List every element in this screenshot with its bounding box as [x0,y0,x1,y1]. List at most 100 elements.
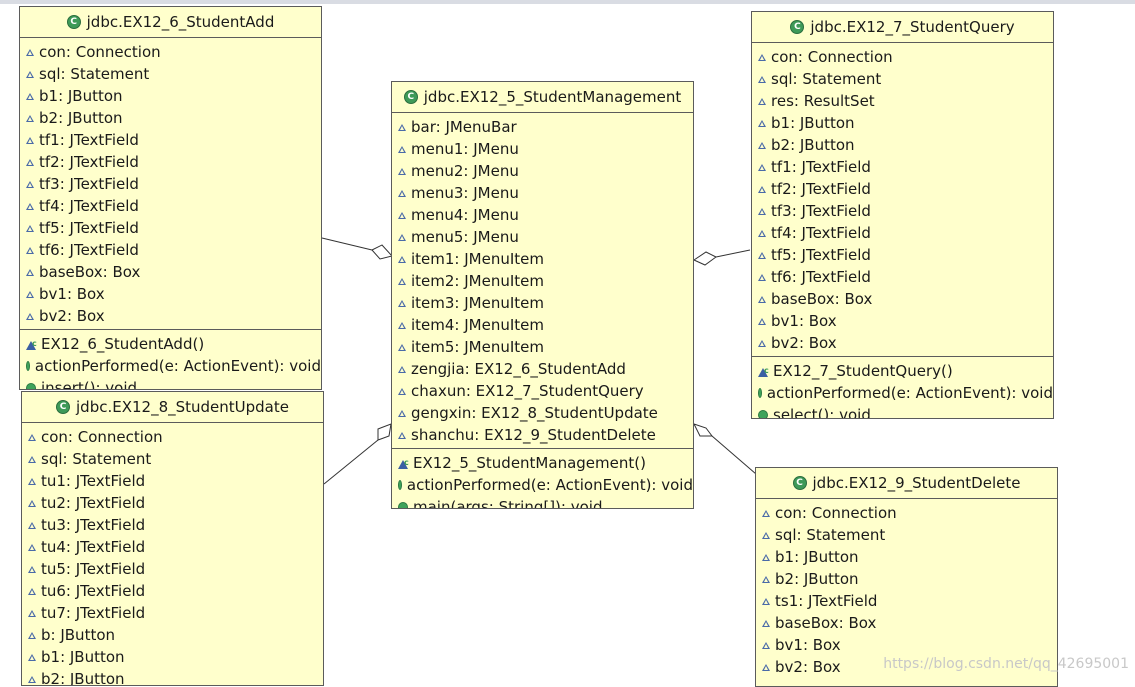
field-row: tf4: JTextField [20,195,321,217]
package-visibility-icon [26,48,34,56]
field-row: sql: Statement [20,63,321,85]
package-visibility-icon [758,53,766,61]
package-visibility-icon [398,145,406,153]
constructor-icon: c [758,366,769,377]
field-label: b2: JButton [775,570,859,588]
field-row: item2: JMenuItem [392,270,693,292]
field-label: tf1: JTextField [39,131,139,149]
package-visibility-icon [28,609,36,617]
method-label: select(): void [773,406,871,419]
field-row: tf5: JTextField [20,217,321,239]
field-label: sql: Statement [775,526,886,544]
field-label: tf3: JTextField [39,175,139,193]
field-row: con: Connection [20,41,321,63]
package-visibility-icon [26,70,34,78]
field-label: item1: JMenuItem [411,250,545,268]
field-row: bv1: Box [752,310,1053,332]
package-visibility-icon [28,587,36,595]
method-label: actionPerformed(e: ActionEvent): void [766,384,1053,402]
class-icon: C [790,20,805,34]
field-label: b1: JButton [775,548,859,566]
class-icon: C [56,400,70,414]
package-visibility-icon [28,653,36,661]
method-row: select(): void [752,404,1053,419]
field-label: item3: JMenuItem [411,294,545,312]
field-row: ts1: JTextField [756,590,1057,612]
field-label: menu5: JMenu [411,228,519,246]
field-label: bar: JMenuBar [411,118,517,136]
field-row: tf2: JTextField [752,178,1053,200]
field-label: bv2: Box [775,658,841,676]
field-label: bv1: Box [39,285,105,303]
field-row: con: Connection [756,502,1057,524]
link-query-management [715,249,751,258]
field-row: shanchu: EX12_9_StudentDelete [392,424,693,446]
field-row: tf5: JTextField [752,244,1053,266]
field-row: tf3: JTextField [20,173,321,195]
package-visibility-icon [758,207,766,215]
method-label: EX12_7_StudentQuery() [773,362,953,380]
package-visibility-icon [26,92,34,100]
field-label: tu1: JTextField [41,472,146,490]
field-row: b1: JButton [22,646,323,668]
field-row: bv1: Box [20,283,321,305]
package-visibility-icon [398,343,406,351]
class-name: jdbc.EX12_6_StudentAdd [86,13,275,31]
field-label: tf2: JTextField [39,153,139,171]
field-row: b2: JButton [22,668,323,685]
package-visibility-icon [28,477,36,485]
package-visibility-icon [758,273,766,281]
class-name: jdbc.EX12_9_StudentDelete [812,474,1021,492]
package-visibility-icon [398,123,406,131]
package-visibility-icon [398,387,406,395]
package-visibility-icon [762,509,770,517]
package-visibility-icon [26,312,34,320]
field-label: gengxin: EX12_8_StudentUpdate [411,404,658,422]
package-visibility-icon [398,365,406,373]
field-label: b2: JButton [771,136,855,154]
field-label: chaxun: EX12_7_StudentQuery [411,382,644,400]
field-row: tu1: JTextField [22,470,323,492]
public-method-icon [758,388,762,398]
package-visibility-icon [26,202,34,210]
field-row: con: Connection [752,46,1053,68]
package-visibility-icon [762,663,770,671]
field-label: tu2: JTextField [41,494,146,512]
field-row: sql: Statement [756,524,1057,546]
field-label: menu2: JMenu [411,162,519,180]
public-method-icon [758,410,768,418]
field-label: baseBox: Box [771,290,873,308]
method-label: insert(): void [41,379,138,390]
field-label: bv2: Box [39,307,105,325]
aggregation-diamond-query [692,251,717,266]
field-row: chaxun: EX12_7_StudentQuery [392,380,693,402]
field-row: item5: JMenuItem [392,336,693,358]
field-row: tu6: JTextField [22,580,323,602]
package-visibility-icon [28,521,36,529]
field-label: tu3: JTextField [41,516,146,534]
field-label: sql: Statement [39,65,150,83]
class-icon: C [792,476,807,490]
package-visibility-icon [28,675,36,683]
field-row: tu2: JTextField [22,492,323,514]
field-label: sql: Statement [41,450,152,468]
package-visibility-icon [28,565,36,573]
field-row: sql: Statement [22,448,323,470]
field-label: b: JButton [41,626,116,644]
methods-section: c EX12_7_StudentQuery() actionPerformed(e:… [752,356,1053,419]
field-label: bv2: Box [771,334,837,352]
field-label: tu7: JTextField [41,604,146,622]
field-row: item1: JMenuItem [392,248,693,270]
